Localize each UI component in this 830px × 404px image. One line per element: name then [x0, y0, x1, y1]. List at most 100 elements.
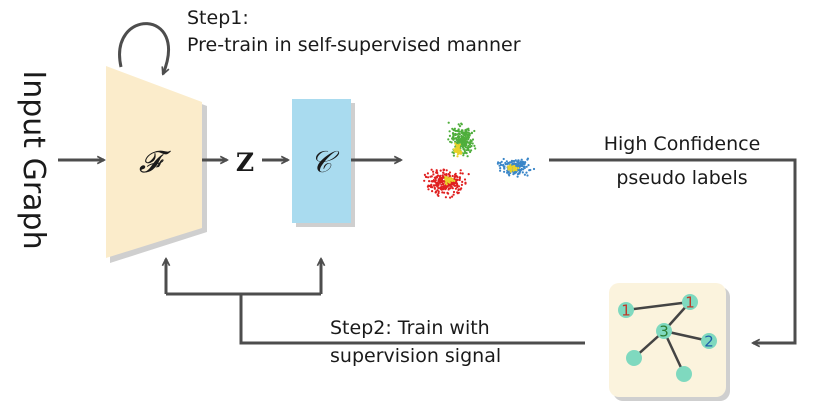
scatter-point — [441, 182, 444, 185]
scatter-point — [454, 187, 457, 190]
scatter-point — [445, 173, 448, 176]
scatter-point — [432, 170, 435, 173]
input-graph-label: Input Graph — [16, 70, 51, 249]
scatter-point — [435, 169, 438, 172]
scatter-point — [451, 187, 454, 190]
scatter-point — [522, 168, 525, 171]
scatter-point — [457, 188, 460, 192]
scatter-point — [453, 179, 456, 182]
graph-node-a-label: 1 — [621, 302, 631, 320]
scatter-point — [436, 183, 439, 186]
scatter-point — [458, 148, 461, 151]
scatter-point — [506, 162, 509, 165]
scatter-point — [453, 176, 456, 179]
scatter-point — [455, 141, 458, 144]
scatter-point — [436, 193, 439, 196]
scatter-point — [457, 138, 460, 141]
scatter-point — [513, 160, 516, 163]
scatter-point — [437, 190, 440, 193]
pseudo-labels-line2: pseudo labels — [616, 167, 747, 189]
scatter-point — [453, 182, 456, 185]
scatter-point — [457, 136, 460, 139]
scatter-point — [449, 176, 452, 179]
graph-node-b-label: 1 — [685, 294, 695, 312]
scatter-point — [456, 155, 459, 158]
scatter-point — [433, 186, 436, 189]
scatter-point — [451, 195, 454, 198]
scatter-point — [451, 132, 455, 135]
scatter-point — [503, 170, 506, 173]
encoder-block — [106, 66, 202, 258]
pseudo-labels-line1: High Confidence — [604, 133, 761, 155]
scatter-point — [522, 166, 526, 169]
scatter-point — [457, 132, 460, 135]
scatter-point — [499, 167, 502, 170]
scatter-point — [467, 149, 470, 152]
scatter-point — [424, 175, 427, 178]
scatter-point — [443, 185, 446, 188]
scatter-point — [446, 191, 449, 195]
scatter-point — [499, 169, 502, 172]
scatter-point — [500, 160, 503, 163]
scatter-point — [453, 184, 456, 187]
scatter-point — [454, 147, 457, 150]
scatter-point — [438, 177, 441, 181]
scatter-point — [515, 166, 518, 169]
scatter-point — [526, 158, 529, 161]
graph-node-a — [618, 302, 634, 318]
scatter-point — [447, 188, 450, 191]
scatter-point — [445, 183, 448, 186]
graph-nodes: 1 1 3 2 — [618, 294, 717, 382]
scatter-point — [466, 128, 469, 131]
scatter-point — [427, 188, 430, 191]
scatter-point — [460, 150, 463, 154]
scatter-point — [451, 174, 454, 178]
scatter-point — [456, 129, 459, 133]
scatter-point — [435, 176, 438, 179]
scatter-point — [439, 187, 442, 190]
scatter-point — [532, 167, 536, 171]
scatter-point — [449, 196, 452, 199]
scatter-point — [516, 175, 519, 178]
scatter-point — [525, 171, 528, 174]
scatter-point — [463, 178, 467, 181]
scatter-point — [444, 187, 447, 190]
scatter-point — [458, 177, 461, 180]
scatter-point — [432, 179, 435, 183]
scatter-point — [457, 151, 460, 154]
scatter-point — [454, 129, 457, 132]
step1-title: Step1: — [187, 7, 249, 29]
scatter-point — [473, 129, 476, 133]
scatter-point — [430, 168, 433, 171]
scatter-point — [523, 173, 527, 176]
scatter-point — [460, 183, 463, 186]
scatter-point — [439, 178, 442, 181]
scatter-point — [462, 148, 465, 151]
scatter-point — [458, 125, 462, 128]
scatter-point — [465, 149, 468, 152]
scatter-point — [427, 184, 430, 187]
scatter-point — [452, 190, 456, 194]
scatter-point — [517, 163, 520, 166]
scatter-point — [509, 166, 512, 169]
scatter-point — [460, 152, 463, 155]
scatter-point — [503, 166, 506, 170]
scatter-point — [461, 172, 464, 175]
scatter-point — [520, 163, 523, 166]
scatter-point — [446, 176, 449, 179]
scatter-point — [447, 138, 450, 141]
scatter-point — [447, 173, 450, 176]
scatter-point — [459, 172, 462, 175]
scatter-point — [458, 178, 461, 182]
scatter-point — [466, 131, 469, 134]
scatter-point — [465, 143, 468, 147]
scatter-point — [458, 143, 461, 146]
scatter-point — [470, 149, 473, 152]
scatter-point — [458, 130, 461, 133]
pretrain-loop-arrow — [118, 22, 170, 74]
scatter-point — [451, 151, 454, 154]
scatter-point — [496, 162, 499, 165]
step2-line2: supervision signal — [330, 345, 501, 367]
